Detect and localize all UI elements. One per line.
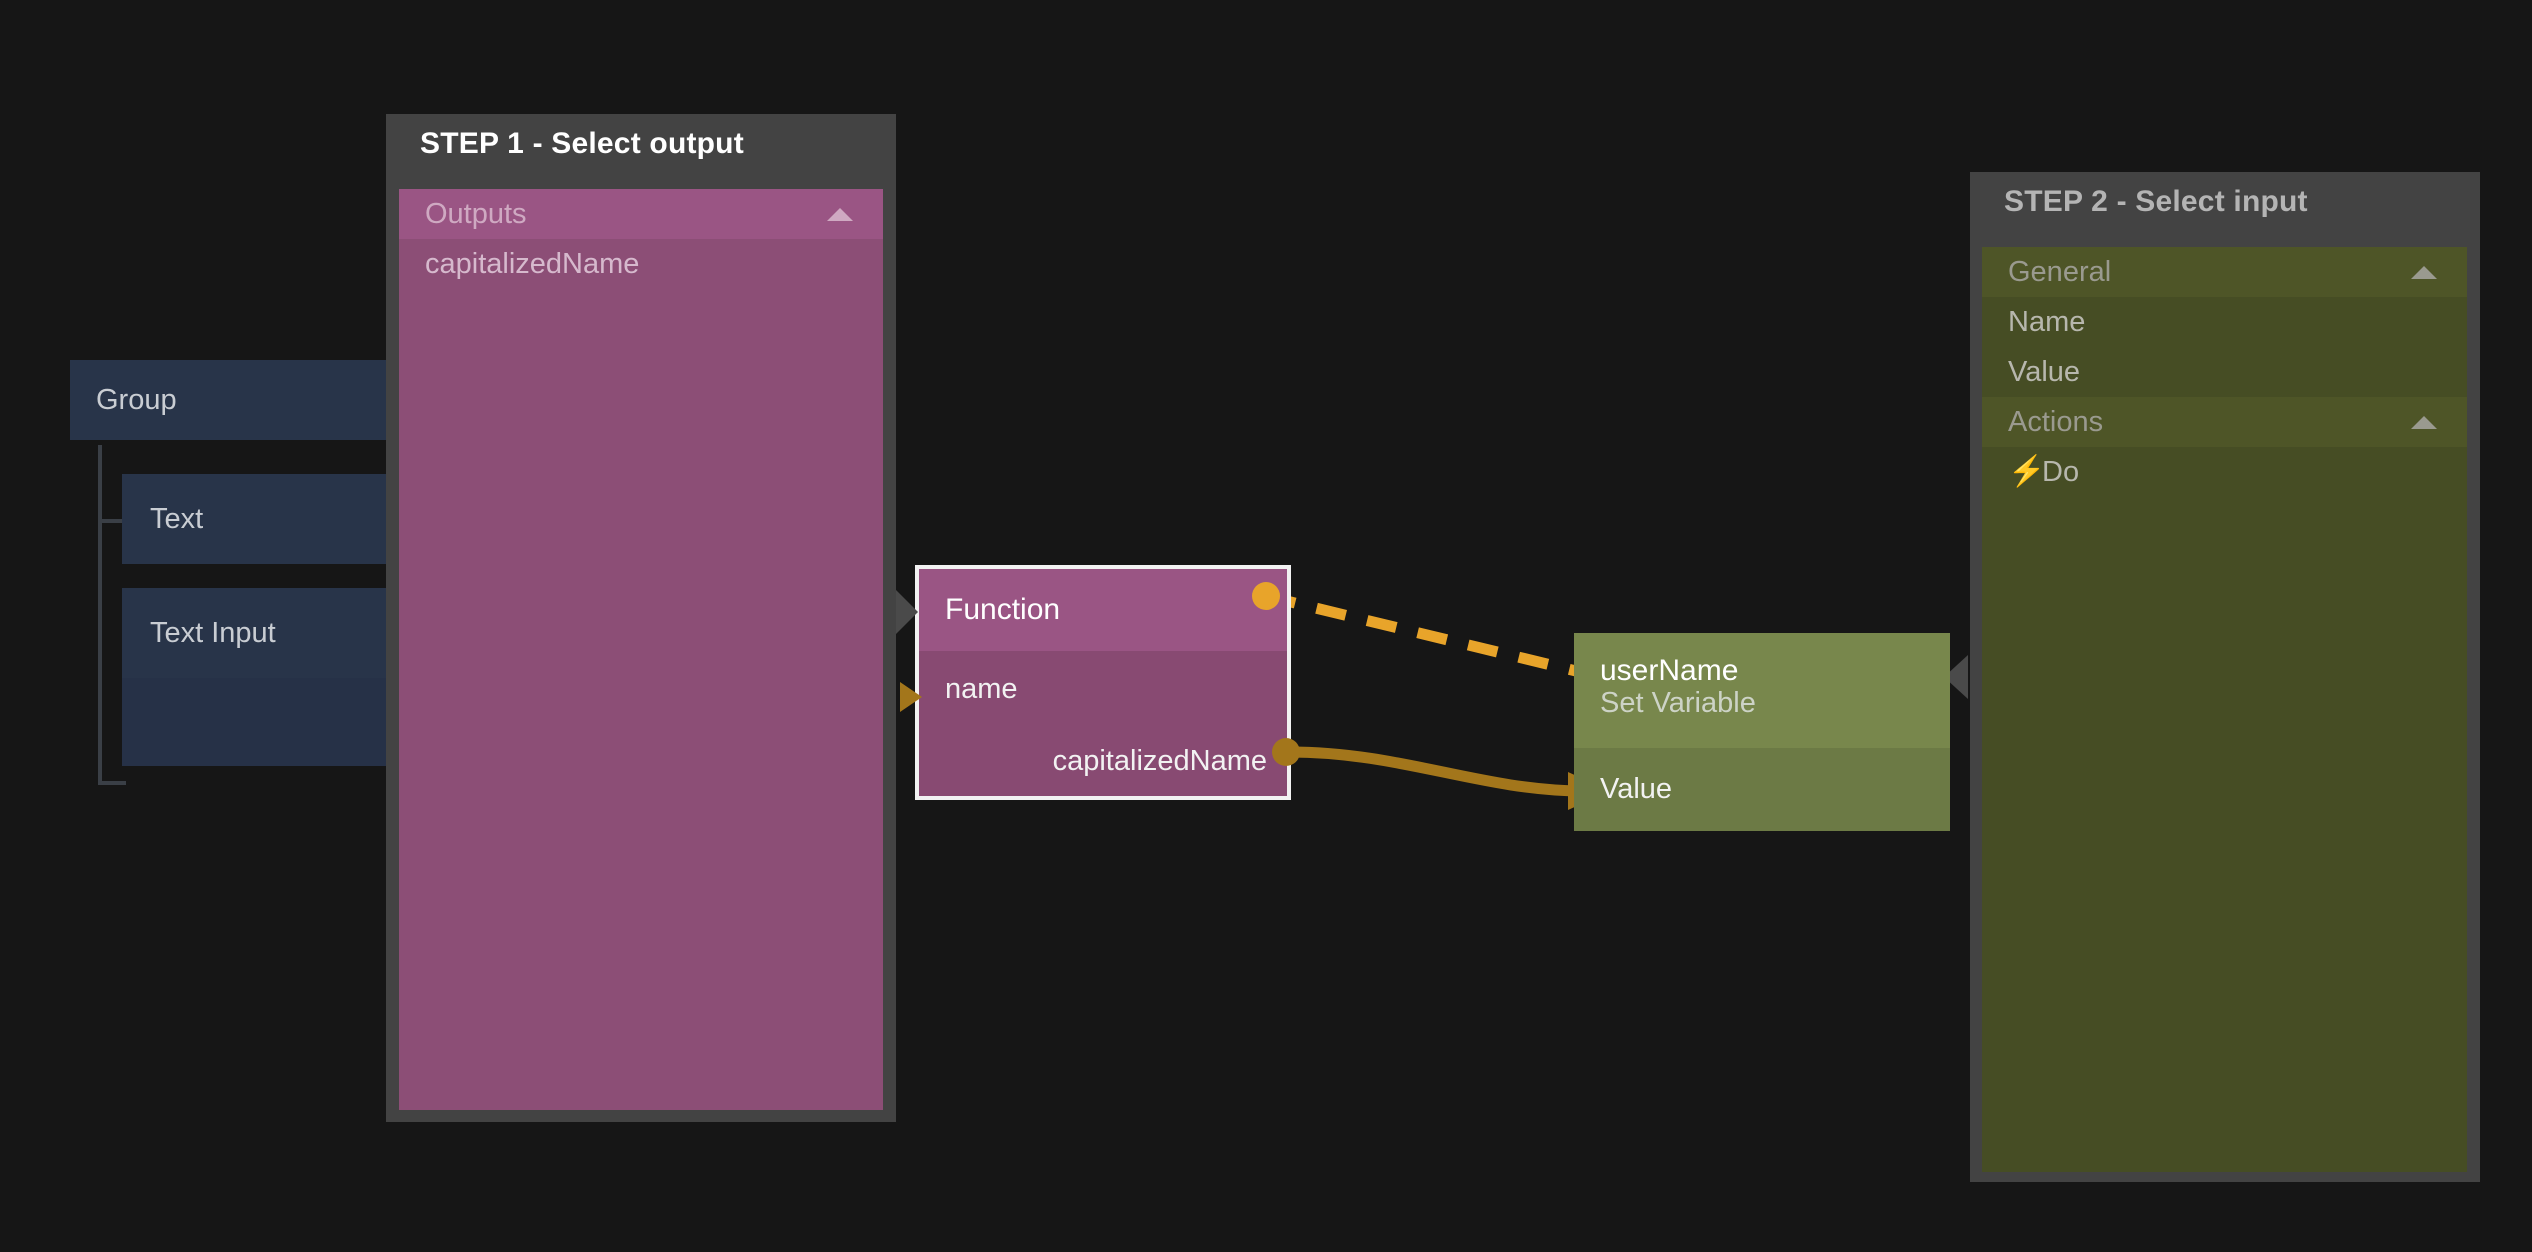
node-subtitle: Set Variable <box>1600 687 1756 719</box>
step1-content: Outputs capitalizedName <box>399 189 883 1110</box>
output-item-capitalizedname[interactable]: capitalizedName <box>399 239 883 289</box>
chevron-up-icon[interactable] <box>2411 415 2437 429</box>
section-header-actions[interactable]: Actions <box>1982 397 2467 447</box>
function-exec-output-port[interactable] <box>1252 582 1280 610</box>
section-header-general[interactable]: General <box>1982 247 2467 297</box>
port-label: Value <box>1600 773 1673 805</box>
output-item-label: capitalizedName <box>425 247 640 280</box>
tree-item-label: Group <box>96 383 177 416</box>
input-item-label: Value <box>2008 355 2081 388</box>
tree-item-group[interactable]: Group <box>70 360 388 440</box>
lightning-bolt-icon: ⚡ <box>2008 455 2046 488</box>
input-item-value[interactable]: Value <box>1982 347 2467 397</box>
node-set-variable[interactable]: userName Set Variable Value <box>1574 633 1950 831</box>
node-function-input-name[interactable]: name <box>919 651 1287 727</box>
node-set-variable-header: userName Set Variable <box>1574 633 1950 748</box>
node-title-row: userName <box>1574 651 1950 691</box>
tree-item-label: Text Input <box>150 616 276 649</box>
function-output-port-capitalizedname[interactable] <box>1272 738 1300 766</box>
input-item-label: Name <box>2008 305 2086 338</box>
port-label: name <box>945 672 1018 705</box>
tree-item-label: Text <box>150 502 204 535</box>
function-exec-input-port[interactable] <box>896 590 918 634</box>
step1-title: STEP 1 - Select output <box>420 127 744 160</box>
section-header-label: General <box>2008 255 2112 288</box>
node-title: Function <box>945 593 1061 626</box>
action-item-label: Do <box>2042 455 2080 488</box>
port-label: capitalizedName <box>1052 745 1267 777</box>
section-header-label: Actions <box>2008 405 2104 438</box>
section-header-outputs[interactable]: Outputs <box>399 189 883 239</box>
data-wire <box>1289 746 1581 797</box>
action-item-do[interactable]: ⚡ Do <box>1982 447 2467 497</box>
tree-connector-vertical <box>98 445 102 785</box>
chevron-up-icon[interactable] <box>827 207 853 221</box>
section-header-label: Outputs <box>425 197 527 230</box>
node-title: userName <box>1600 654 1739 687</box>
tree-connector-branch-text <box>98 519 126 523</box>
function-input-port-name[interactable] <box>900 682 922 712</box>
node-function-output-capitalizedname[interactable]: capitalizedName <box>919 727 1287 796</box>
step2-title: STEP 2 - Select input <box>2004 185 2308 218</box>
node-function-header: Function <box>919 569 1287 651</box>
tree-item-text-input[interactable]: Text Input <box>122 588 388 678</box>
node-set-variable-input-value[interactable]: Value <box>1574 748 1950 831</box>
tree-connector-branch-textinput <box>98 781 126 785</box>
tree-item-text[interactable]: Text <box>122 474 388 564</box>
step2-content: General Name Value Actions ⚡ Do <box>1982 247 2467 1172</box>
tree-item-text-input-body <box>122 678 388 766</box>
input-item-name[interactable]: Name <box>1982 297 2467 347</box>
chevron-up-icon[interactable] <box>2411 265 2437 279</box>
node-function[interactable]: Function name capitalizedName <box>915 565 1291 800</box>
